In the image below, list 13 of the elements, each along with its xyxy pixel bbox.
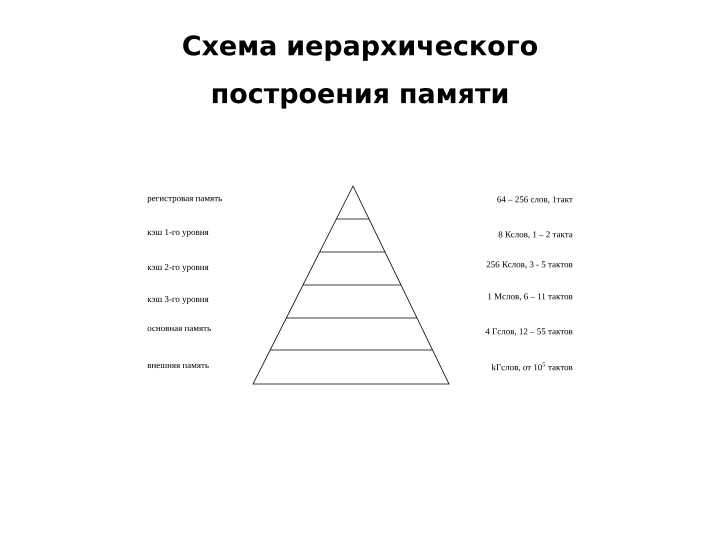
level-spec: kГслов, от 10$^{5}$ тактов [492,362,572,372]
level-spec: 256 Кслов, 3 - 5 тактов [486,261,572,269]
level-spec: 64 – 256 слов, 1такт [497,196,573,204]
level-name: регистровая память [147,196,222,204]
level-name: кэш 1-го уровня [147,229,209,237]
level-name: кэш 3-го уровня [147,296,209,304]
title: Схема иерархического построения памяти [183,35,538,109]
level-spec: 1 Мслов, 6 – 11 тактов [488,293,572,301]
level-spec: 4 Гслов, 12 – 55 тактов [486,328,572,336]
level-name: основная память [148,326,211,332]
level-spec: 8 Кслов, 1 – 2 такта [498,231,573,239]
level-name: кэш 2-го уровня [147,264,209,272]
level-name: внешняя память [147,364,209,368]
